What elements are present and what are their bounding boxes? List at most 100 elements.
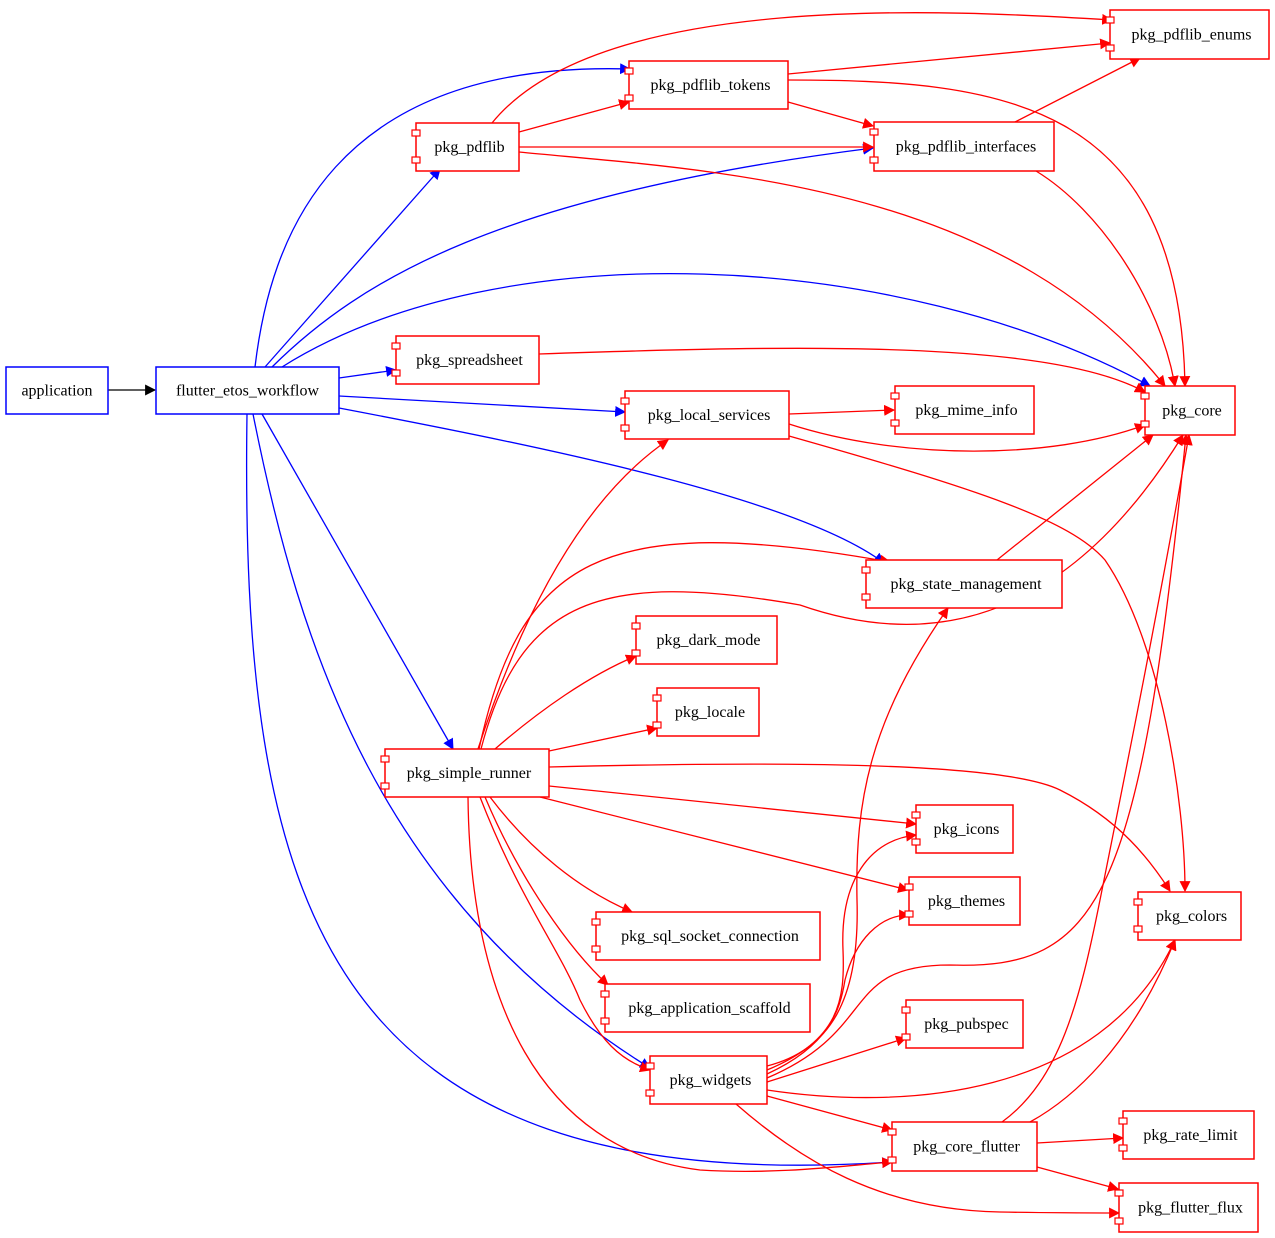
node-label: pkg_dark_mode [657,632,761,649]
node-box [1118,1182,1259,1233]
edge-pkg_local_services-to-pkg_core [788,423,1147,452]
component-tab-icon [631,649,641,657]
node-pkg_colors[interactable]: pkg_colors [1133,891,1242,941]
component-tab-icon [901,1033,911,1041]
edge-flutter_etos_workflow-to-pkg_pdflib_interfaces [271,143,875,368]
node-pkg_core[interactable]: pkg_core [1140,385,1236,436]
nodes-layer: application flutter_etos_workflow pkg_pdfl… [5,9,1270,1233]
edge-flutter_etos_workflow-to-pkg_core_flutter [245,413,894,1169]
edge-pkg_widgets-to-pkg_pubspec [766,1035,908,1083]
node-pkg_application_scaffold[interactable]: pkg_application_scaffold [600,983,811,1033]
node-pkg_pdflib_interfaces[interactable]: pkg_pdflib_interfaces [869,121,1055,172]
component-tab-icon [411,129,421,137]
node-label: pkg_sql_socket_connection [621,928,799,945]
edge-flutter_etos_workflow-to-pkg_widgets [252,413,651,1069]
edge-pkg_pdflib-to-pkg_pdflib_enums [491,12,1114,124]
edge-pkg_local_services-to-pkg_colors [788,435,1191,893]
node-pkg_pdflib_enums[interactable]: pkg_pdflib_enums [1105,9,1270,60]
component-tab-icon [620,397,630,405]
node-label: pkg_locale [675,704,745,721]
node-label: pkg_themes [928,893,1005,910]
edge-pkg_simple_runner-to-pkg_state_management [478,542,892,750]
component-tab-icon [901,1006,911,1014]
component-tab-icon [904,910,914,918]
edge-pkg_core_flutter-to-pkg_rate_limit [1036,1133,1125,1145]
node-label: pkg_core_flutter [913,1139,1020,1156]
node-label: pkg_widgets [670,1072,752,1089]
edges-layer [108,12,1193,1219]
component-tab-icon [911,811,921,819]
node-box [384,748,550,798]
edge-pkg_state_management-to-pkg_core [996,434,1154,561]
edge-flutter_etos_workflow-to-pkg_pdflib_tokens [254,63,632,368]
node-label: pkg_pdflib_interfaces [896,139,1036,156]
node-pkg_themes[interactable]: pkg_themes [904,876,1021,926]
edge-pkg_simple_runner-to-pkg_application_scaffold [484,796,609,986]
node-box [628,60,789,110]
node-label: pkg_rate_limit [1143,1127,1238,1144]
node-pkg_locale[interactable]: pkg_locale [652,687,760,737]
component-tab-icon [645,1062,655,1070]
component-tab-icon [652,721,662,729]
node-box [5,366,109,415]
node-pkg_pdflib_tokens[interactable]: pkg_pdflib_tokens [624,60,789,110]
node-pkg_widgets[interactable]: pkg_widgets [645,1055,768,1105]
node-pkg_flutter_flux[interactable]: pkg_flutter_flux [1114,1182,1259,1233]
edge-pkg_pdflib_interfaces-to-pkg_core [1035,170,1179,388]
node-box [415,122,520,172]
node-box [1144,385,1236,436]
edge-pkg_pdflib-to-pkg_core [518,151,1166,387]
component-tab-icon [1114,1217,1124,1225]
node-box [894,385,1035,435]
edge-pkg_simple_runner-to-pkg_locale [548,724,659,752]
node-label: pkg_pdflib_enums [1132,27,1252,44]
edge-pkg_local_services-to-pkg_mime_info [788,404,896,416]
node-label: pkg_mime_info [915,402,1017,419]
edge-pkg_simple_runner-to-pkg_sql_socket_connection [489,796,634,914]
node-pkg_dark_mode[interactable]: pkg_dark_mode [631,615,778,665]
node-pkg_core_flutter[interactable]: pkg_core_flutter [887,1121,1038,1172]
node-label: pkg_colors [1156,908,1227,925]
edge-pkg_core_flutter-to-pkg_flutter_flux [1036,1166,1120,1192]
edge-pkg_widgets-to-pkg_themes [766,909,911,1075]
component-tab-icon [869,128,879,136]
edge-pkg_pdflib_tokens-to-pkg_core [787,79,1191,388]
node-pkg_pubspec[interactable]: pkg_pubspec [901,999,1024,1049]
edge-pkg_widgets-to-pkg_colors [766,939,1176,1099]
component-tab-icon [1133,898,1143,906]
node-pkg_icons[interactable]: pkg_icons [911,804,1014,854]
component-tab-icon [631,622,641,630]
node-label: pkg_spreadsheet [416,352,523,369]
edge-pkg_pdflib-to-pkg_pdflib_tokens [518,99,631,133]
edge-flutter_etos_workflow-to-pkg_local_services [338,395,627,417]
node-box [649,1055,768,1105]
node-box [656,687,760,737]
component-tab-icon [600,1017,610,1025]
node-pkg_mime_info[interactable]: pkg_mime_info [890,385,1035,435]
node-pkg_state_management[interactable]: pkg_state_management [861,559,1063,609]
edge-pkg_core_flutter-to-pkg_colors [1029,938,1177,1123]
node-application[interactable]: application [5,366,109,415]
node-pkg_spreadsheet[interactable]: pkg_spreadsheet [391,335,540,385]
component-tab-icon [1114,1189,1124,1197]
node-label: pkg_application_scaffold [628,1000,790,1017]
node-box [624,390,790,440]
node-flutter_etos_workflow[interactable]: flutter_etos_workflow [155,366,340,415]
edge-pkg_simple_runner-to-pkg_widgets [479,796,652,1073]
edge-flutter_etos_workflow-to-pkg_spreadsheet [338,365,398,379]
node-label: pkg_core [1162,403,1222,420]
node-label: pkg_flutter_flux [1138,1200,1243,1217]
node-pkg_local_services[interactable]: pkg_local_services [620,390,790,440]
node-box [395,335,540,385]
node-pkg_rate_limit[interactable]: pkg_rate_limit [1118,1110,1255,1160]
component-tab-icon [652,694,662,702]
component-tab-icon [890,392,900,400]
edge-pkg_spreadsheet-to-pkg_core [538,347,1146,393]
node-pkg_pdflib[interactable]: pkg_pdflib [411,122,520,172]
edge-flutter_etos_workflow-to-pkg_core [281,273,1151,387]
node-pkg_sql_socket_connection[interactable]: pkg_sql_socket_connection [591,911,821,961]
node-pkg_simple_runner[interactable]: pkg_simple_runner [380,748,550,798]
edge-pkg_simple_runner-to-pkg_local_services [477,439,669,750]
node-box [865,559,1063,609]
